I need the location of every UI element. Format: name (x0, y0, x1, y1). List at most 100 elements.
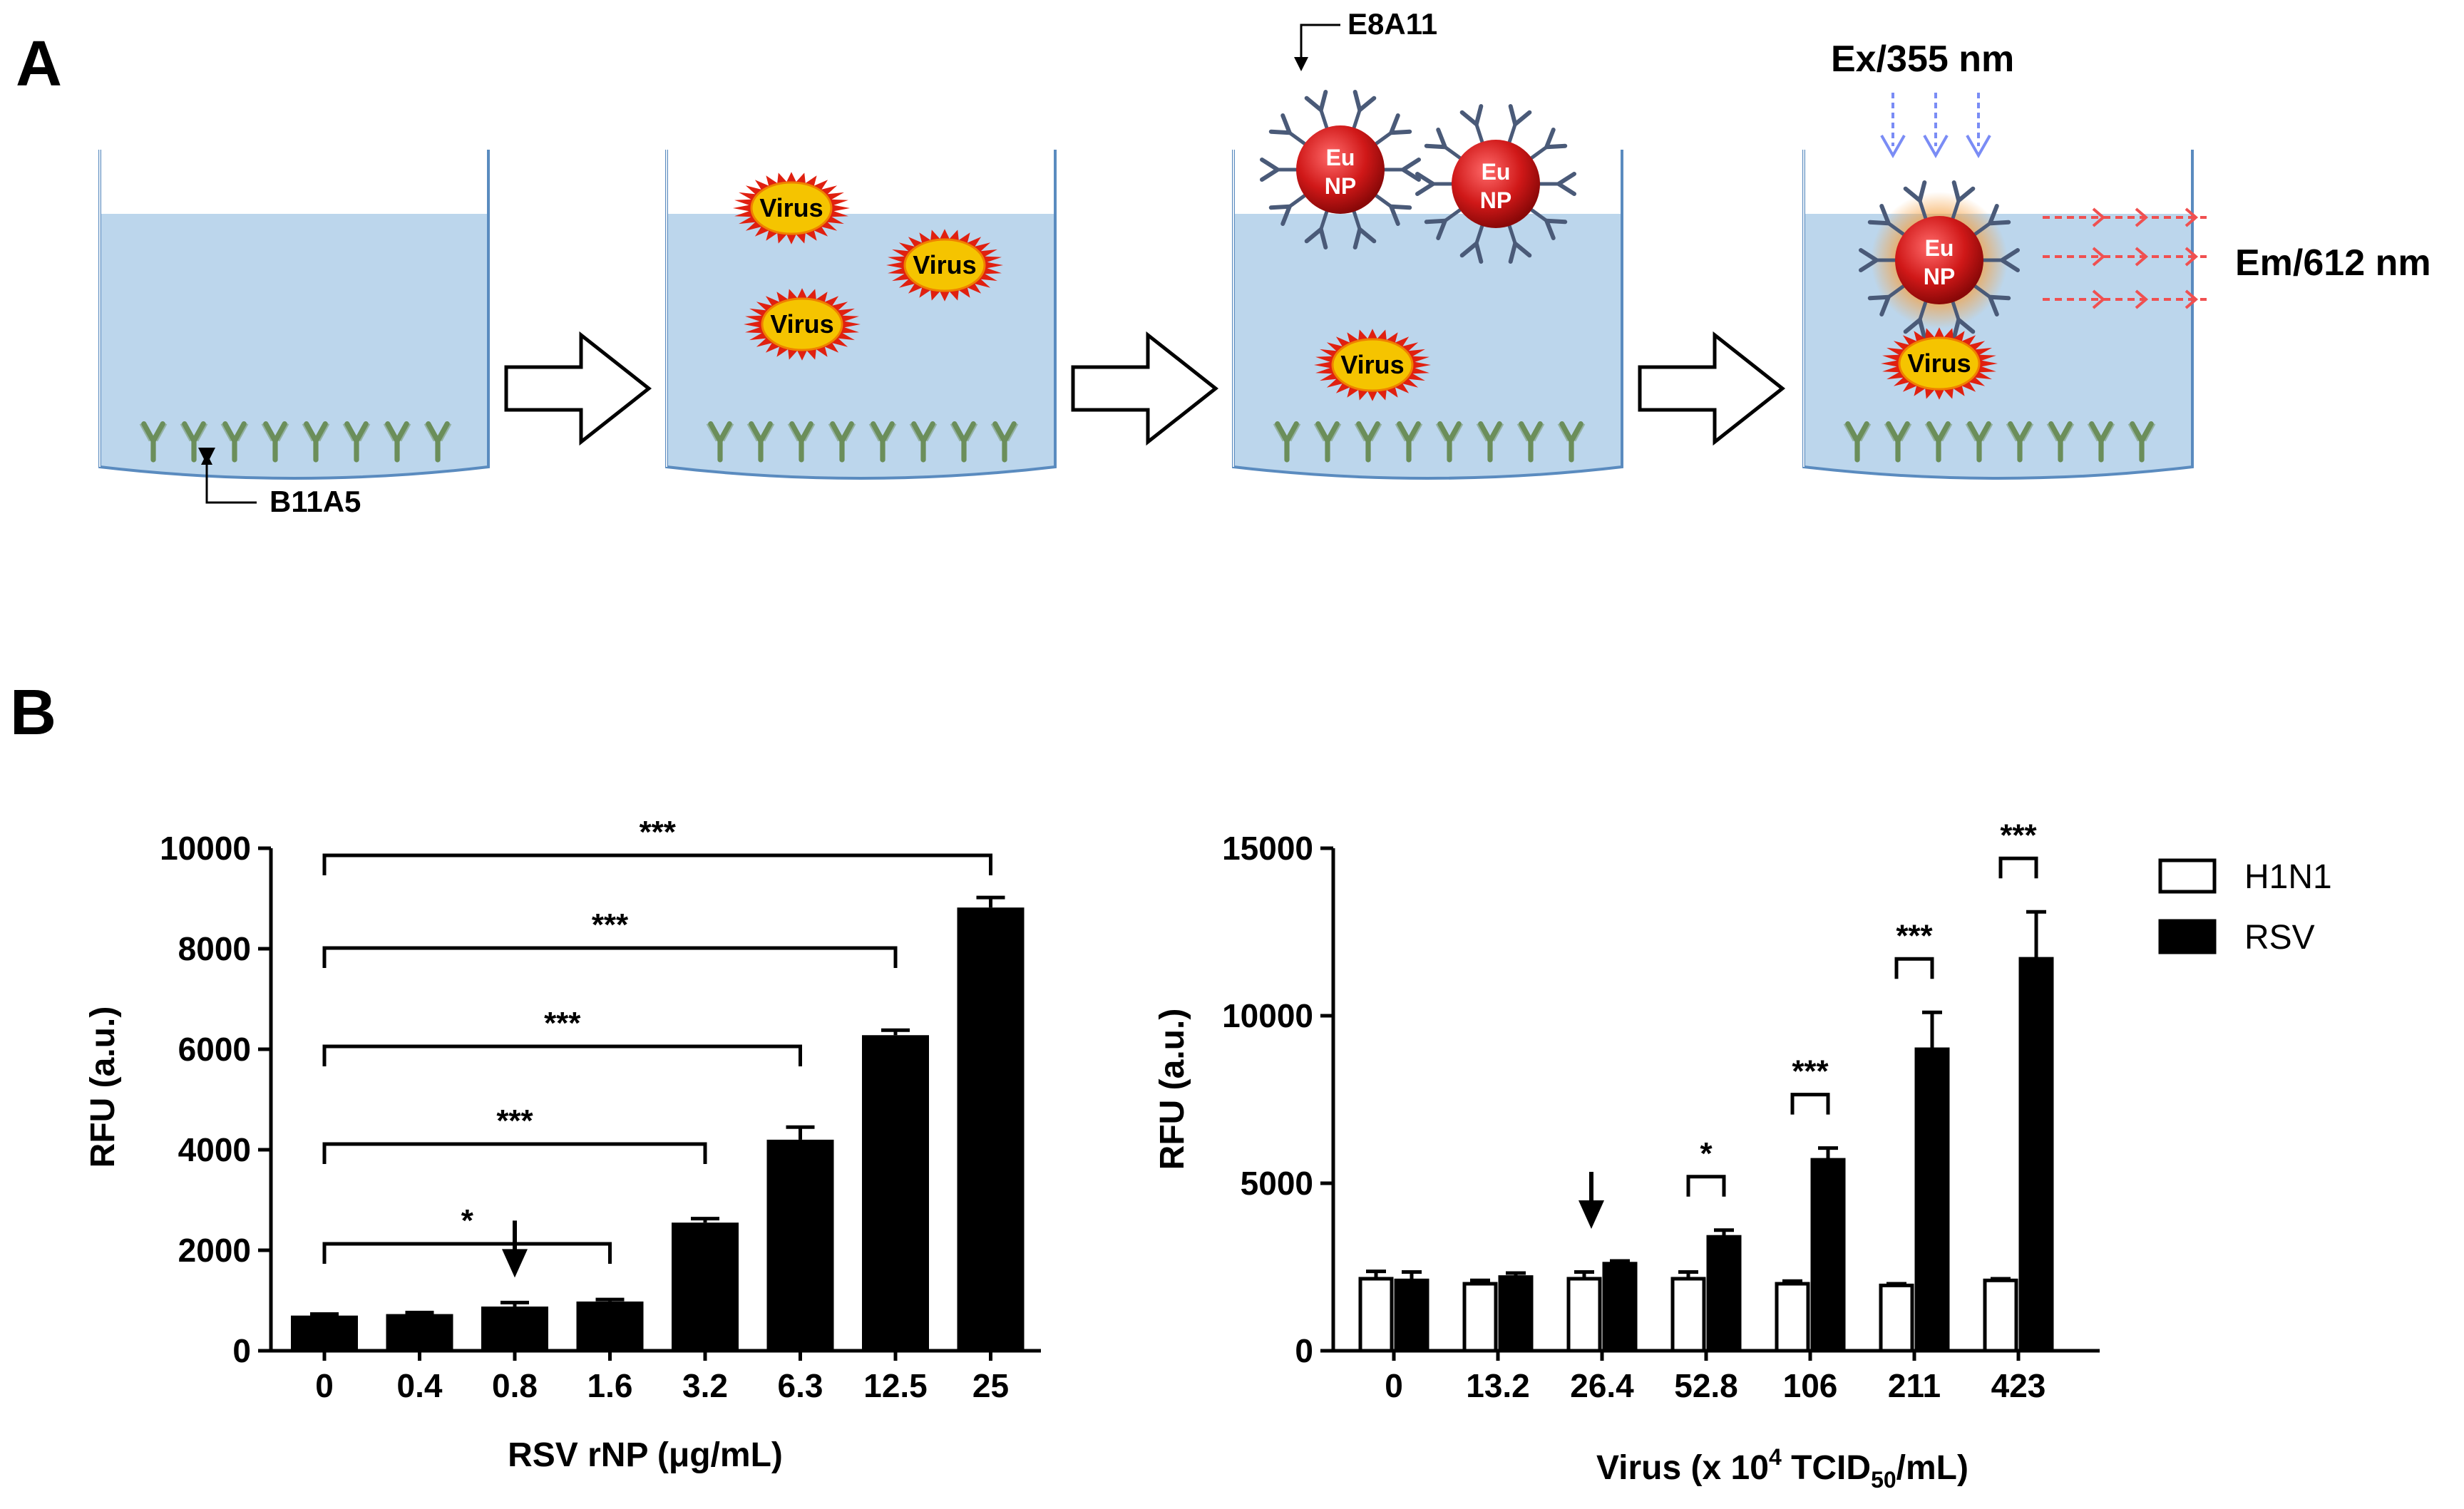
chart1-y-tick-label: 0 (232, 1332, 251, 1369)
chart1-y-tick-label: 4000 (178, 1131, 251, 1168)
well-liquid (1233, 214, 1622, 478)
chart1-sig-label: *** (544, 1006, 581, 1041)
chart1-bar (862, 1035, 929, 1351)
chart1-sig-bracket (322, 853, 992, 875)
legend-swatch-rsv (2158, 919, 2217, 954)
capture-antibody (990, 421, 1019, 463)
np-antibody (1424, 218, 1447, 240)
capture-antibodies (1273, 421, 1586, 463)
virus-2: Virus (886, 229, 1003, 302)
chart2-legend: H1N1 RSV (2158, 858, 2332, 957)
chart1-x-tick-label: 25 (972, 1367, 1009, 1404)
chart2-bar-rsv (1706, 1235, 1742, 1353)
chart2-xlabel-sup: 4 (1769, 1444, 1782, 1470)
chart1-bar (672, 1222, 739, 1351)
chart2-sig-bracket (1998, 856, 2038, 879)
np-antibody (1544, 128, 1568, 150)
capture-antibody (2087, 421, 2115, 463)
chart1-bar (291, 1315, 358, 1351)
capture-antibody (950, 421, 978, 463)
np-antibody (1401, 158, 1421, 182)
legend-label-h1n1: H1N1 (2244, 858, 2332, 896)
capture-antibody (180, 421, 208, 463)
virus-bar-chart: RFU (a.u.) Virus (x 104 TCID50/mL) 05000… (1154, 818, 2100, 1493)
capture-antibodies (1843, 421, 2156, 463)
chart2-bar-rsv (1602, 1262, 1638, 1353)
chart2-y-tick-label: 5000 (1241, 1165, 1313, 1202)
capture-antibody (1924, 421, 1953, 463)
np-antibody (1867, 294, 1891, 316)
chart1-sig-label: *** (640, 815, 677, 850)
chart2-sig-bracket (1790, 1093, 1830, 1115)
virus-label: Virus (1907, 349, 1971, 378)
chart2-bar-h1n1 (1462, 1282, 1498, 1353)
capture-antibody (342, 421, 371, 463)
chart2-x-tick-label: 0 (1385, 1367, 1403, 1404)
np-antibody (1544, 218, 1568, 240)
np-antibody (1988, 294, 2011, 316)
chart1-xlabel: RSV rNP (μg/mL) (508, 1436, 783, 1474)
chart2-x-tick-label: 106 (1783, 1367, 1838, 1404)
capture-antibody (1965, 421, 1993, 463)
chart1-y-tick-label: 8000 (178, 930, 251, 967)
np-antibody (1352, 227, 1377, 249)
excitation-label: Ex/355 nm (1831, 38, 2014, 80)
chart1-sig-bracket (322, 946, 898, 968)
capture-antibody (1557, 421, 1586, 463)
capture-antibody (2046, 421, 2075, 463)
step-arrow-3 (1638, 331, 1786, 446)
np-antibody (1304, 227, 1328, 249)
np-antibody (1988, 204, 2011, 226)
chart1-y-tick-label: 10000 (160, 830, 251, 867)
well-outline (98, 150, 490, 480)
capture-antibody (1273, 421, 1301, 463)
chart1-y-tick-label: 6000 (178, 1031, 251, 1068)
chart1-x-tick-label: 0 (315, 1367, 334, 1404)
chart2-y-tick-label: 10000 (1222, 997, 1313, 1034)
well-2 (665, 150, 1057, 480)
virus-label: Virus (759, 193, 823, 222)
well-3 (1232, 150, 1623, 480)
virus-3: Virus (744, 288, 861, 361)
chart1-x-tick-label: 0.4 (397, 1367, 443, 1404)
np-label-eu: Eu (1925, 235, 1954, 261)
capture-antibody (1435, 421, 1464, 463)
step-arrow-2 (1071, 331, 1219, 446)
chart2-xlabel-sub: 50 (1871, 1467, 1896, 1493)
detect-pointer (1300, 24, 1340, 58)
chart1-sig-label: * (461, 1203, 474, 1238)
emission-label: Em/612 nm (2235, 242, 2431, 284)
np-antibody (1556, 172, 1576, 196)
well-outline (1232, 150, 1623, 480)
np-antibody (1459, 104, 1484, 127)
np-antibody (1951, 317, 1976, 340)
capture-antibody (1313, 421, 1342, 463)
chart2-bar-h1n1 (1670, 1277, 1706, 1353)
virus-5: Virus (1881, 327, 1998, 400)
chart1-bar (766, 1139, 834, 1351)
chart2-bar-rsv (1810, 1158, 1846, 1353)
capture-antibody (261, 421, 289, 463)
capture-antibody (828, 421, 856, 463)
chart2-x-tick-label: 211 (1888, 1367, 1941, 1404)
chart1-bar (481, 1306, 548, 1351)
np-antibody (1268, 113, 1292, 135)
virus-label: Virus (913, 250, 976, 279)
chart2-xlabel-part2: TCID (1782, 1449, 1871, 1487)
chart2-bar-rsv (1394, 1278, 1429, 1353)
chart1-sig-bracket (322, 1242, 612, 1264)
virus-label: Virus (1340, 350, 1404, 379)
panel-letter-b: B (10, 677, 56, 748)
chart2-x-tick-label: 26.4 (1570, 1367, 1634, 1404)
capture-antibody-label: B11A5 (270, 485, 361, 518)
np-antibody (1508, 104, 1532, 127)
np-antibody (1859, 248, 1879, 272)
capture-antibody (220, 421, 249, 463)
chart2-x-tick-label: 52.8 (1674, 1367, 1738, 1404)
capture-antibody (383, 421, 411, 463)
np-label-eu: Eu (1326, 145, 1355, 170)
chart1-bar (957, 907, 1025, 1351)
chart2-sig-bracket (1686, 1175, 1726, 1197)
